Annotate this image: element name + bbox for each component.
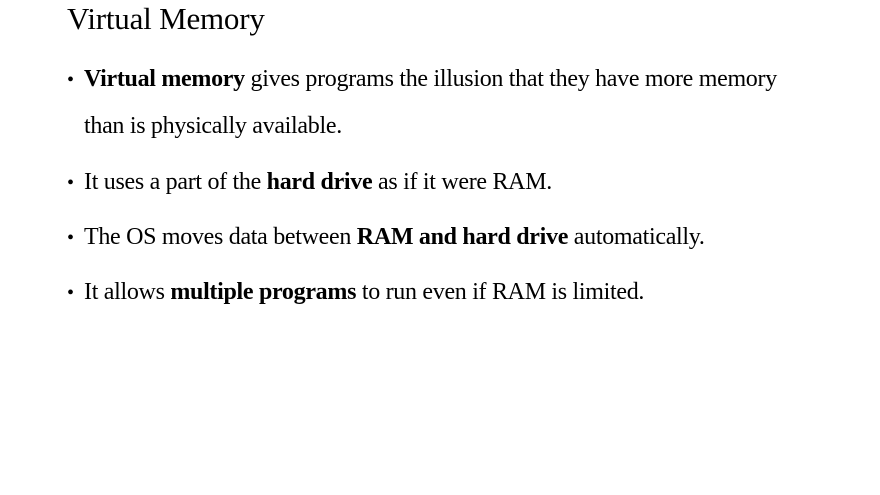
bullet-icon: •	[67, 69, 74, 91]
bullet-icon: •	[67, 172, 74, 194]
bullet-icon: •	[67, 282, 74, 304]
bold-term: RAM and hard drive	[356, 224, 569, 250]
bullet-text: as if it were RAM.	[372, 169, 552, 195]
bold-term: multiple programs	[170, 279, 357, 305]
bullet-text-continuation: than is physically available.	[84, 113, 342, 139]
bold-term: Virtual memory	[84, 66, 245, 92]
bullet-text: It uses a part of the	[84, 169, 267, 195]
bold-term: hard drive	[266, 169, 373, 195]
bullet-item: • It uses a part of the hard drive as if …	[67, 170, 552, 195]
bullet-text: It allows	[84, 279, 171, 305]
bullet-text: The OS moves data between	[84, 224, 357, 250]
bullet-text: gives programs the illusion that they ha…	[244, 66, 778, 92]
bullet-text: automatically.	[568, 224, 705, 250]
bullet-item: • Virtual memory gives programs the illus…	[67, 66, 778, 138]
bullet-icon: •	[67, 227, 74, 249]
slide-title: Virtual Memory	[67, 1, 265, 36]
bullet-item: • The OS moves data between RAM and hard …	[67, 225, 705, 250]
bullet-item: • It allows multiple programs to run even…	[67, 280, 644, 305]
bullet-text: to run even if RAM is limited.	[356, 279, 645, 305]
